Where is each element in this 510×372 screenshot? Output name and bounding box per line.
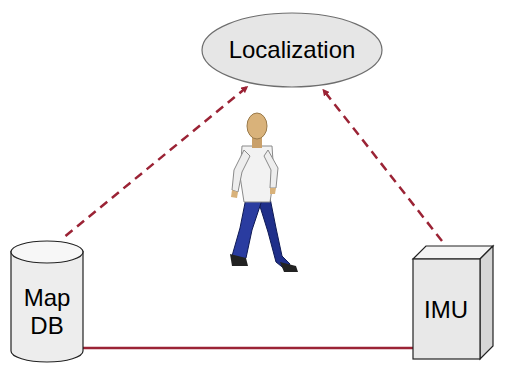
node-label: Map DB [16, 284, 78, 340]
dashed-arrow [323, 89, 442, 241]
device-cube: IMU [412, 245, 494, 360]
solid-link [83, 347, 413, 350]
text-holder: IMU [413, 296, 479, 324]
database-cylinder: Map DB [10, 240, 84, 362]
process-ellipse: Localization [201, 12, 383, 88]
node-label: Localization [207, 36, 377, 64]
dashed-arrow [66, 86, 248, 236]
text-holder: Map DB [16, 284, 78, 340]
node-label: IMU [413, 296, 479, 324]
text-holder: Localization [207, 36, 377, 64]
